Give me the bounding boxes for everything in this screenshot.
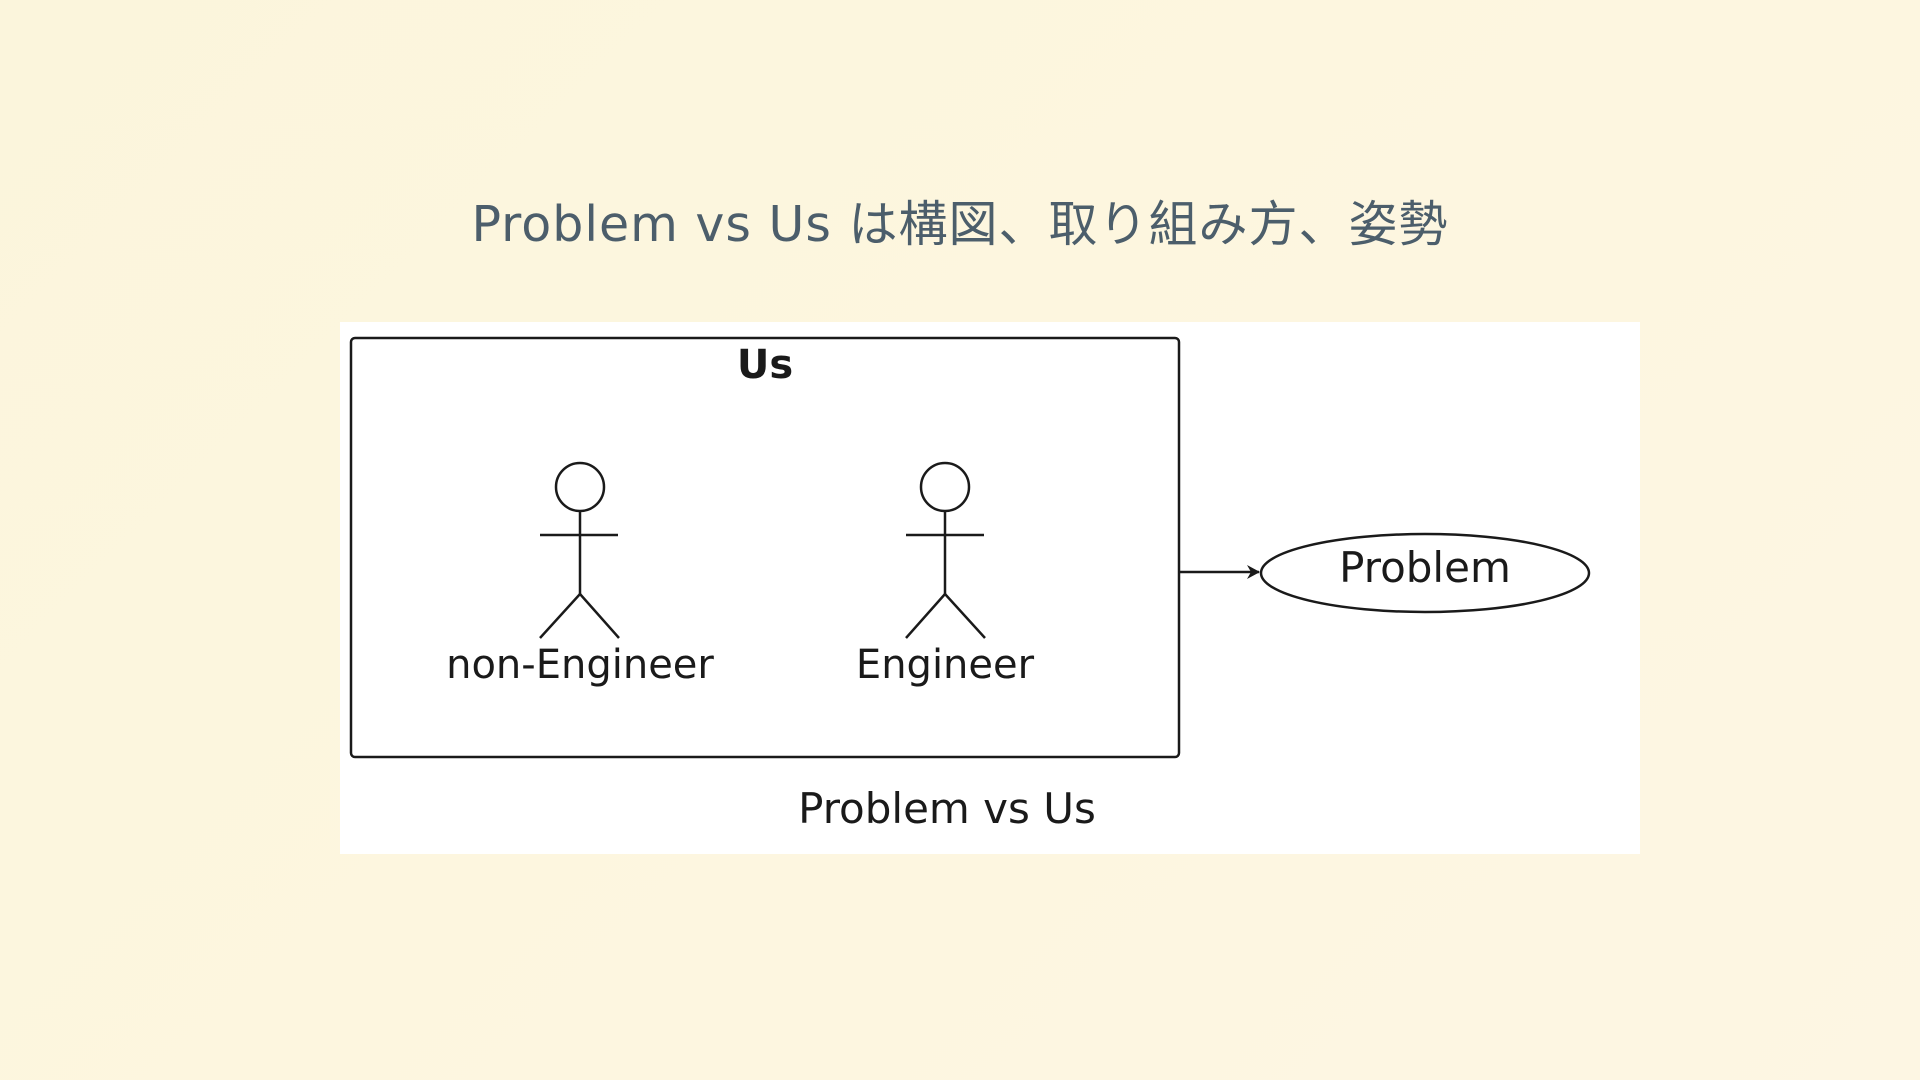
diagram-caption: Problem vs Us bbox=[798, 784, 1096, 833]
actor-legs bbox=[539, 592, 620, 639]
actor-label: non-Engineer bbox=[446, 642, 714, 688]
actor-non-engineer bbox=[539, 461, 620, 639]
actor-label: Engineer bbox=[856, 642, 1035, 688]
us-group-label: Us bbox=[737, 342, 793, 388]
actor-legs bbox=[905, 592, 986, 639]
actor-engineer bbox=[905, 461, 986, 639]
slide-title: Problem vs Us は構図、取り組み方、姿勢 bbox=[471, 196, 1449, 253]
problem-ellipse bbox=[1259, 532, 1591, 614]
us-group-box bbox=[349, 336, 1181, 759]
problem-label: Problem bbox=[1339, 543, 1511, 592]
